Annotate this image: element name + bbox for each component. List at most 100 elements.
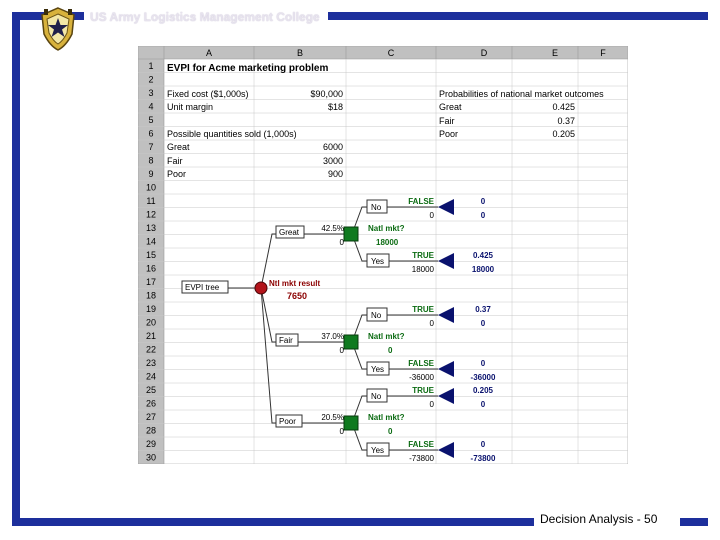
row-header[interactable]: 9 [148, 169, 153, 179]
slide-footer: Decision Analysis - 50 [540, 512, 658, 526]
row-header[interactable]: 2 [148, 75, 153, 85]
cell-prob-poor-label[interactable]: Poor [439, 129, 458, 139]
option-value: 0 [430, 211, 435, 220]
column-header[interactable]: C [388, 48, 395, 58]
option-label-no: No [371, 203, 382, 212]
cell-poor-qty[interactable]: 900 [328, 169, 343, 179]
option-value: 0 [430, 400, 435, 409]
row-header[interactable]: 6 [148, 129, 153, 139]
end-node-value: -73800 [471, 454, 496, 463]
branch-value-fair: 0 [340, 346, 345, 355]
cell-prob-great-value[interactable]: 0.425 [552, 102, 575, 112]
cell-fixed-cost-value[interactable]: $90,000 [310, 89, 343, 99]
cell-prob-poor-value[interactable]: 0.205 [552, 129, 575, 139]
column-header[interactable]: B [297, 48, 303, 58]
row-header[interactable]: 3 [148, 88, 153, 98]
decision-value-great: 18000 [376, 238, 399, 247]
cell-unit-margin-label[interactable]: Unit margin [167, 102, 213, 112]
row-header[interactable]: 28 [146, 426, 156, 436]
row-header[interactable]: 14 [146, 237, 156, 247]
option-label-yes: Yes [371, 446, 384, 455]
branch-box-great[interactable] [275, 225, 305, 239]
column-header[interactable]: E [552, 48, 558, 58]
column-header[interactable]: D [481, 48, 488, 58]
cell-great-qty[interactable]: 6000 [323, 142, 343, 152]
footer-background [534, 512, 680, 532]
bottom-frame-bar [12, 518, 708, 526]
row-header[interactable]: 21 [146, 331, 156, 341]
decision-node-icon[interactable] [343, 415, 359, 431]
header-title-background [84, 8, 328, 28]
row-header[interactable]: 12 [146, 210, 156, 220]
end-node-triangle-icon [438, 307, 454, 323]
cell-prob-header[interactable]: Probabilities of national market outcome… [439, 89, 604, 99]
branch-value-poor: 0 [340, 427, 345, 436]
branch-box-fair[interactable] [275, 333, 299, 347]
branch-prob-fair: 37.0% [321, 332, 344, 341]
chance-node-icon[interactable] [254, 281, 268, 295]
end-node-triangle-icon [438, 442, 454, 458]
option-box-no[interactable] [366, 199, 388, 214]
cell-title[interactable]: EVPI for Acme marketing problem [167, 63, 328, 74]
row-header[interactable]: 23 [146, 358, 156, 368]
row-header[interactable]: 16 [146, 264, 156, 274]
decision-node-icon[interactable] [343, 226, 359, 242]
row-header[interactable]: 22 [146, 345, 156, 355]
branch-prob-poor: 20.5% [321, 413, 344, 422]
cell-prob-fair-value[interactable]: 0.37 [557, 116, 575, 126]
cell-fair-label[interactable]: Fair [167, 156, 183, 166]
option-value: 18000 [412, 265, 435, 274]
option-box-yes[interactable] [366, 442, 390, 457]
option-flag: FALSE [408, 359, 434, 368]
row-header[interactable]: 13 [146, 223, 156, 233]
row-header[interactable]: 17 [146, 277, 156, 287]
end-node-prob: 0 [481, 440, 486, 449]
cell-prob-great-label[interactable]: Great [439, 102, 462, 112]
row-header[interactable]: 26 [146, 399, 156, 409]
row-header[interactable]: 1 [148, 61, 153, 71]
row-header[interactable]: 27 [146, 412, 156, 422]
option-box-no[interactable] [366, 388, 388, 403]
end-node-prob: 0.425 [473, 251, 494, 260]
cell-poor-label[interactable]: Poor [167, 169, 186, 179]
cell-great-label[interactable]: Great [167, 142, 190, 152]
branch-box-poor[interactable] [275, 414, 303, 428]
row-header[interactable]: 29 [146, 439, 156, 449]
end-node-value: 0 [481, 319, 486, 328]
cell-fixed-cost-label[interactable]: Fixed cost ($1,000s) [167, 89, 249, 99]
cell-prob-fair-label[interactable]: Fair [439, 116, 455, 126]
column-header[interactable]: F [600, 48, 606, 58]
row-header[interactable]: 20 [146, 318, 156, 328]
row-header[interactable]: 19 [146, 304, 156, 314]
cell-unit-margin-value[interactable]: $18 [328, 102, 343, 112]
evpi-tree-root-box[interactable] [181, 280, 229, 294]
row-header[interactable]: 7 [148, 142, 153, 152]
decision-value-fair: 0 [388, 346, 393, 355]
option-label-no: No [371, 311, 382, 320]
row-header[interactable]: 10 [146, 183, 156, 193]
row-header[interactable]: 15 [146, 250, 156, 260]
branch-label-poor: Poor [279, 417, 296, 426]
row-header[interactable]: 5 [148, 115, 153, 125]
cell-quantities-label[interactable]: Possible quantities sold (1,000s) [167, 129, 297, 139]
row-header[interactable]: 11 [146, 196, 155, 206]
column-header[interactable]: A [206, 48, 212, 58]
option-flag: TRUE [412, 305, 434, 314]
row-header[interactable]: 24 [146, 372, 156, 382]
decision-label-poor: Natl mkt? [368, 413, 405, 422]
end-node-triangle-icon [438, 253, 454, 269]
row-header[interactable]: 18 [146, 291, 156, 301]
option-value: 0 [430, 319, 435, 328]
option-box-no[interactable] [366, 307, 388, 322]
row-header[interactable]: 4 [148, 102, 153, 112]
option-box-yes[interactable] [366, 253, 390, 268]
row-header[interactable]: 25 [146, 385, 156, 395]
option-box-yes[interactable] [366, 361, 390, 376]
cell-fair-qty[interactable]: 3000 [323, 156, 343, 166]
row-header[interactable]: 30 [146, 453, 156, 463]
row-header[interactable]: 8 [148, 156, 153, 166]
branch-prob-great: 42.5% [321, 224, 344, 233]
decision-node-icon[interactable] [343, 334, 359, 350]
end-node-value: 0 [481, 211, 486, 220]
end-node-value: 0 [481, 400, 486, 409]
